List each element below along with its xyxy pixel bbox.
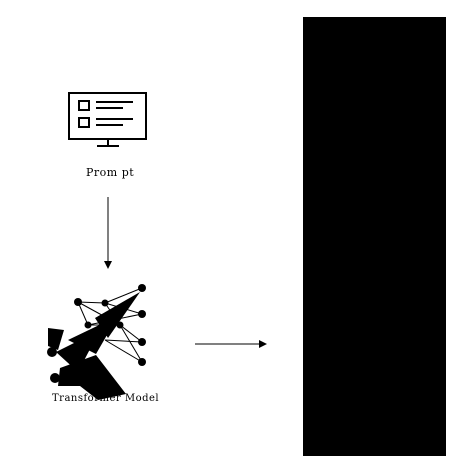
model-label: Transformer Model	[52, 393, 160, 404]
neural-network-icon	[47, 284, 146, 400]
prompt-label: Prom pt	[86, 166, 135, 179]
monitor-form-icon	[68, 92, 147, 147]
output-panel	[303, 17, 446, 456]
